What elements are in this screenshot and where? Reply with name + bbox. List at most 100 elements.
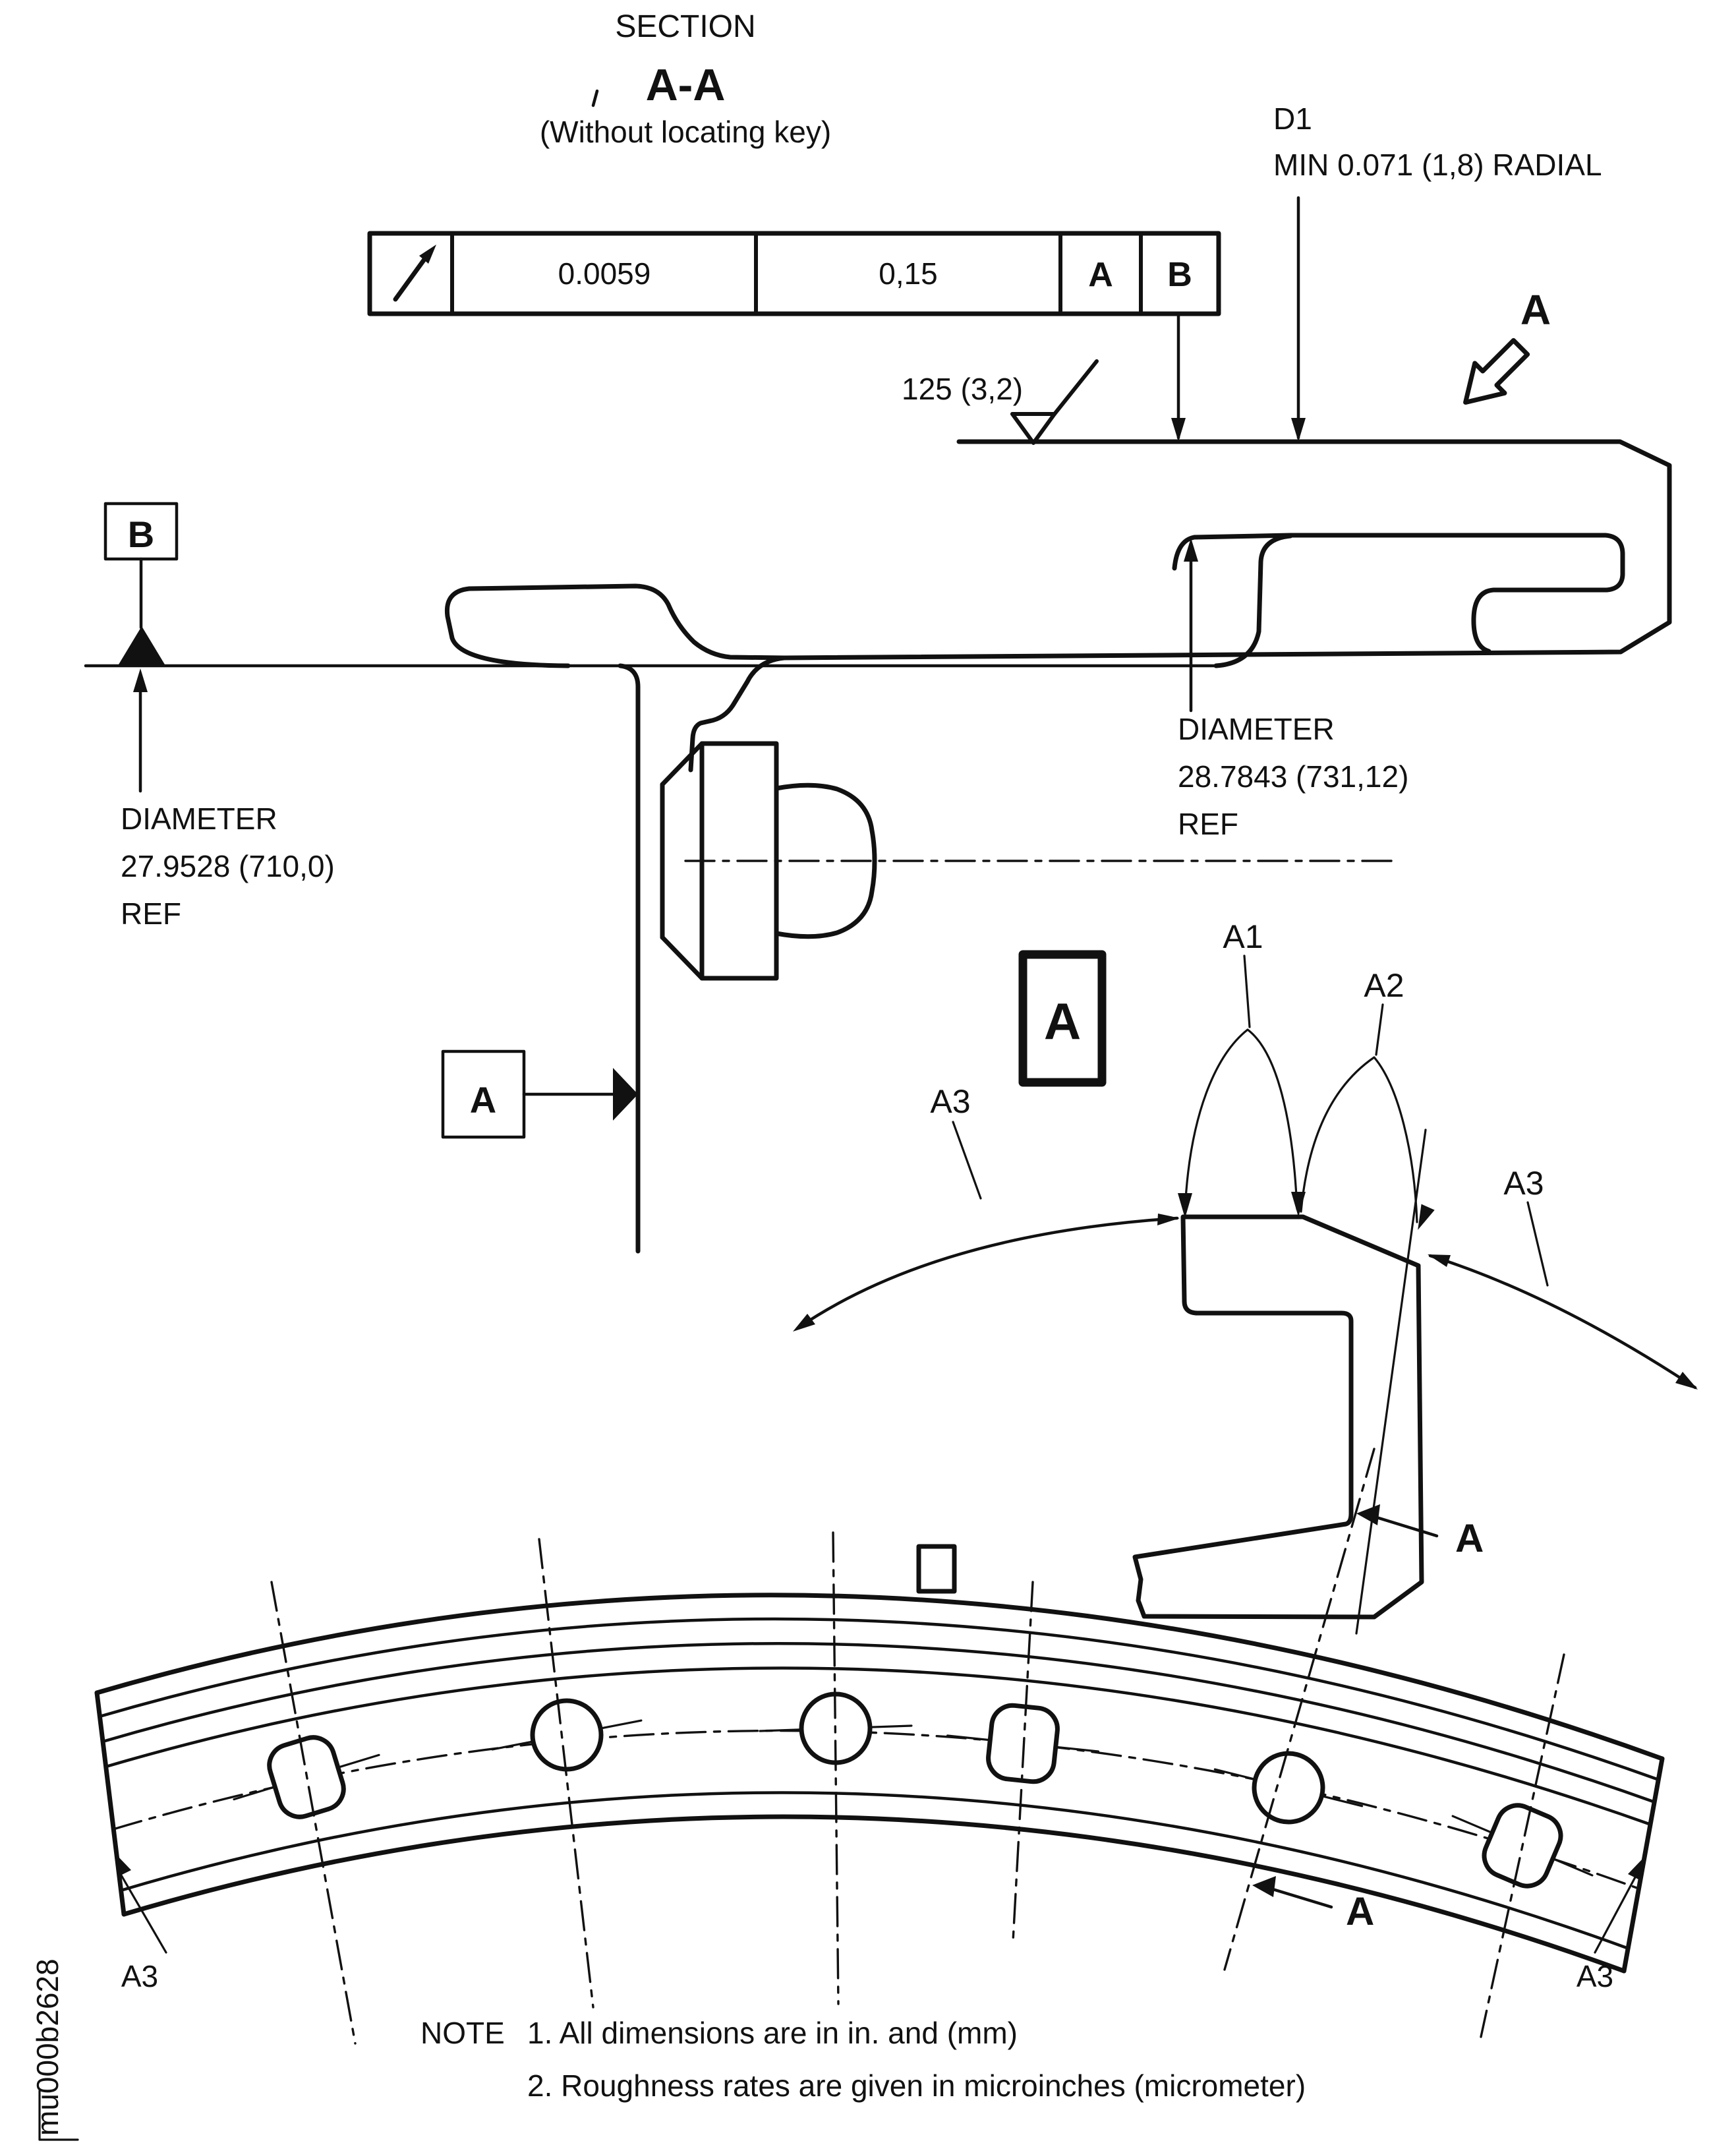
sidebar-code-text: mu000b2628 [30, 1958, 65, 2136]
fcf-box [367, 231, 1221, 316]
hole-radial [538, 1538, 594, 2009]
band-arc-4 [104, 1666, 1653, 1827]
diameter-left-callout: DIAMETER 27.9528 (710,0) REF [121, 668, 335, 931]
view-arrow-label: A [1520, 286, 1551, 334]
diameter-left-l2: 27.9528 (710,0) [121, 849, 335, 883]
datum-b-flag: B [103, 502, 179, 664]
a1-label: A1 [1223, 918, 1263, 955]
datum-b-letter: B [128, 514, 154, 555]
a2-label: A2 [1364, 967, 1404, 1004]
a3-bottom-left-leader [117, 1869, 167, 1954]
title: SECTION A-A (Without locating key) [540, 9, 831, 149]
diameter-right-arrow [1184, 538, 1198, 562]
part-outline-bore [1172, 533, 1625, 654]
band-arc-outer [94, 1593, 1665, 1761]
hole-round [1213, 1751, 1364, 1825]
a2-arrow [1418, 1204, 1435, 1230]
section-title: SECTION [615, 9, 755, 44]
d1-spec: MIN 0.071 (1,8) RADIAL [1273, 148, 1602, 182]
a3-left-arc [796, 1216, 1179, 1330]
part-outline-boss [444, 583, 787, 668]
hole-radial [270, 1581, 357, 2045]
hole-radial [832, 1531, 840, 2005]
a3-left-arc-arrow-end [793, 1314, 815, 1332]
datum-a-triangle [613, 1068, 638, 1121]
notes-heading: NOTE [420, 2016, 505, 2050]
a3-bottom-left-label: A3 [121, 1959, 158, 1993]
diameter-left-l1: DIAMETER [121, 802, 277, 836]
band-end-left [94, 1690, 127, 1917]
a3-right-arc [1428, 1254, 1697, 1390]
surface-finish-icon [1010, 359, 1099, 445]
a3-bottom-right: A3 [1577, 1858, 1644, 1993]
sidebar-bracket [38, 2090, 79, 2141]
detail-part-outline [1132, 1214, 1424, 1620]
fcf-datum-a: A [1088, 256, 1113, 294]
sidebar-code: mu000b2628 [30, 1958, 79, 2141]
d1-leader-arrow [1291, 418, 1306, 442]
band-arc-3 [101, 1641, 1657, 1804]
a3-right-arc-arrow-end [1675, 1372, 1698, 1390]
hole-round [491, 1698, 643, 1772]
fcf-tolerance-mm: 0,15 [879, 256, 938, 291]
section-arrow-top: A [1356, 1504, 1484, 1560]
fcf-leader-arrow [1171, 418, 1186, 442]
section-subtitle: (Without locating key) [540, 115, 831, 149]
a3-right-arc-arrow-part [1428, 1254, 1451, 1267]
section-view: D1 MIN 0.071 (1,8) RADIAL 125 (3,2) A [84, 102, 1672, 1254]
notes-item1: 1. All dimensions are in in. and (mm) [527, 2016, 1018, 2050]
notes: NOTE 1. All dimensions are in in. and (m… [420, 2016, 1306, 2103]
fcf-datum-b: B [1167, 256, 1192, 294]
hole-radial [1012, 1581, 1034, 1943]
detail-view: A A1 A2 A3 A3 [793, 918, 1698, 1635]
detail-a-box [1018, 950, 1107, 1087]
a3-bottom-left: A3 [115, 1854, 167, 1993]
band-arc-bottom [121, 1814, 1627, 1974]
a3-right-leader [1526, 1201, 1549, 1287]
a3-left-label: A3 [930, 1083, 970, 1120]
section-arrow-bottom-label: A [1346, 1889, 1374, 1933]
a3-left-leader [952, 1121, 982, 1200]
band-end-right [1621, 1756, 1665, 1974]
a1-arrow [1178, 1193, 1192, 1218]
band-arc-5 [119, 1791, 1631, 1951]
view-direction-arrow-icon [1463, 338, 1530, 405]
part-outline-neck [1213, 533, 1293, 668]
section-id: A-A [646, 60, 726, 110]
notes-item2: 2. Roughness rates are given in microinc… [527, 2069, 1306, 2103]
fcf-tolerance-in: 0.0059 [558, 256, 651, 291]
a3-left-arc-arrow-part [1157, 1214, 1180, 1225]
diameter-left-arrow [133, 668, 148, 692]
section-arrow-top-label: A [1455, 1516, 1484, 1560]
cutting-line [1223, 1448, 1375, 1971]
band-arc-2 [98, 1617, 1661, 1782]
a3-bottom-right-arrow [1628, 1858, 1644, 1880]
a3-bottom-left-arrow [115, 1854, 131, 1876]
a1-balloon [1184, 1028, 1298, 1212]
diameter-right-l1: DIAMETER [1178, 712, 1335, 746]
band-centerline-arc [112, 1729, 1642, 1891]
a3-bottom-right-label: A3 [1577, 1959, 1613, 1993]
a1-leader [1243, 954, 1251, 1028]
section-arrow-bottom: A [1252, 1876, 1374, 1933]
diameter-right-callout: DIAMETER 28.7843 (731,12) REF [1178, 538, 1408, 841]
a3-bottom-right-leader [1594, 1875, 1637, 1954]
datum-b-triangle [119, 626, 165, 664]
bottom-view: A A A3 A3 [94, 1448, 1665, 2045]
key-slot [916, 1544, 957, 1594]
a3-right-label: A3 [1503, 1165, 1544, 1202]
a2-balloon [1300, 1056, 1418, 1223]
part-outline-disc-face [618, 663, 641, 1254]
d1-label: D1 [1273, 102, 1312, 136]
datum-a-letter: A [470, 1079, 496, 1121]
roughness-value: 125 (3,2) [902, 372, 1023, 406]
datum-a-flag: A [441, 1049, 638, 1139]
hole-radial [1480, 1653, 1565, 2038]
circular-runout-icon [393, 245, 436, 302]
part-outline-hub [660, 741, 877, 981]
diameter-left-l3: REF [121, 896, 181, 931]
a2-leader [1375, 1003, 1384, 1056]
feature-control-frame: 0.0059 0,15 A B [367, 231, 1221, 442]
